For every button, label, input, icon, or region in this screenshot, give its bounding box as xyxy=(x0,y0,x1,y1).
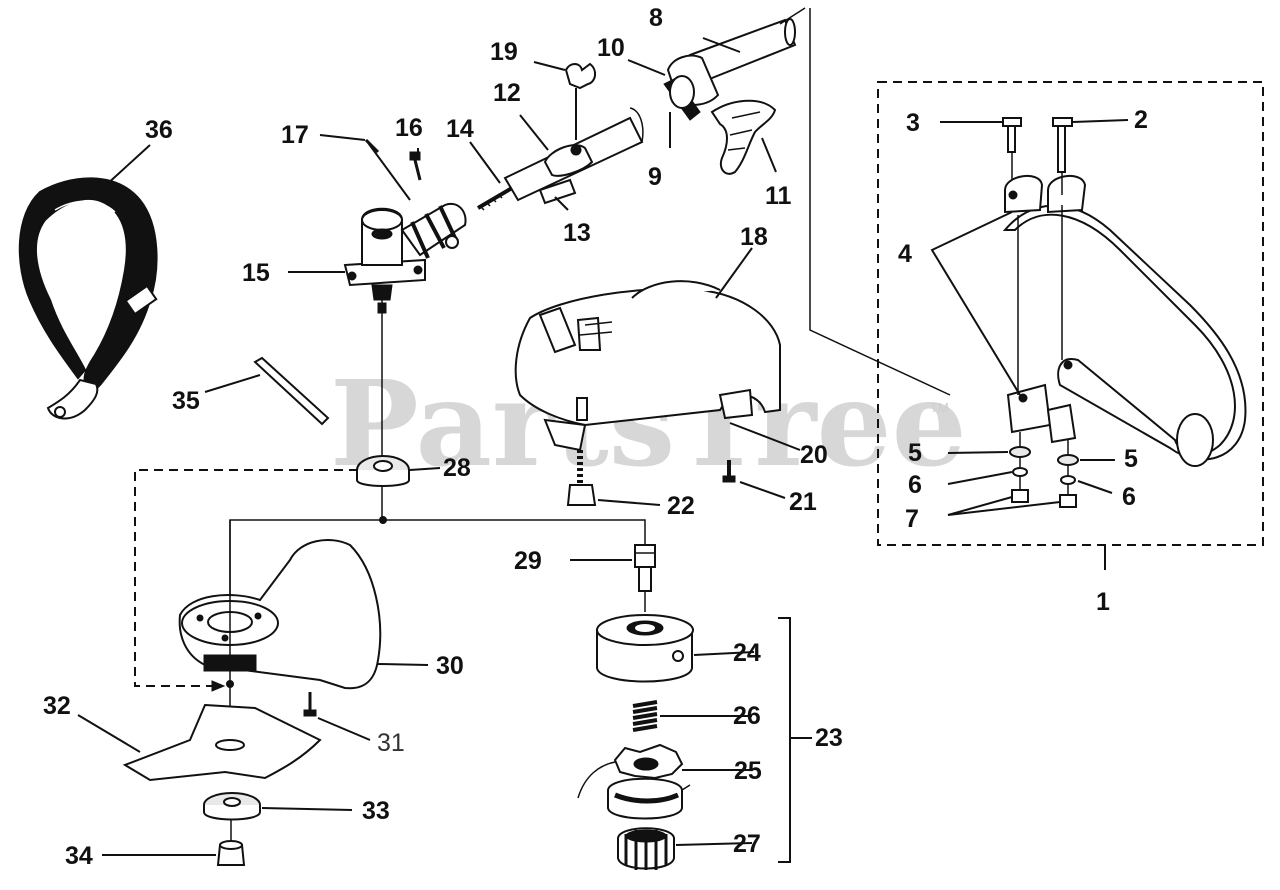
leader-36 xyxy=(104,144,151,187)
washer-33 xyxy=(203,792,261,821)
callout-22: 22 xyxy=(667,492,695,520)
trimmer-head xyxy=(577,614,694,870)
callout-26: 26 xyxy=(733,702,761,730)
callout-17: 17 xyxy=(281,121,309,149)
callout-9: 9 xyxy=(648,163,662,191)
callout-35: 35 xyxy=(172,387,200,415)
screw-21 xyxy=(722,460,736,483)
leader-5a xyxy=(947,451,1009,454)
callout-32: 32 xyxy=(43,692,71,720)
leader-8 xyxy=(702,37,741,53)
shoulder-strap xyxy=(18,177,158,420)
leader-19 xyxy=(533,61,566,71)
leader-22 xyxy=(597,499,661,506)
callout-6a: 6 xyxy=(908,471,922,499)
leader-7b xyxy=(947,501,1061,516)
assembly-box-1 xyxy=(877,81,1264,546)
callout-21: 21 xyxy=(789,488,817,516)
drive-shaft xyxy=(343,7,806,301)
leader-17 xyxy=(319,134,366,141)
leader-4 xyxy=(930,211,1021,396)
callout-19: 19 xyxy=(490,38,518,66)
callout-4: 4 xyxy=(898,240,912,268)
callout-34: 34 xyxy=(65,842,93,870)
callout-27: 27 xyxy=(733,830,761,858)
leader-33 xyxy=(261,807,353,811)
bolt-22 xyxy=(566,450,597,506)
leader-13 xyxy=(554,196,569,211)
leader-17b xyxy=(365,139,411,201)
leader-11 xyxy=(761,137,777,173)
leader-10 xyxy=(627,59,666,76)
leader-shaft-to-handle xyxy=(809,8,951,396)
leader-21 xyxy=(739,481,786,499)
callout-23: 23 xyxy=(815,724,843,752)
callout-36: 36 xyxy=(145,116,173,144)
callout-11: 11 xyxy=(765,182,792,210)
callout-8: 8 xyxy=(649,4,663,32)
leader-32 xyxy=(77,714,141,753)
leader-20 xyxy=(729,422,801,451)
callout-1: 1 xyxy=(1096,588,1110,616)
callout-25: 25 xyxy=(734,757,762,785)
adapter-29 xyxy=(634,544,656,612)
callout-5b: 5 xyxy=(1124,445,1138,473)
leader-31 xyxy=(317,717,371,741)
callout-6b: 6 xyxy=(1122,483,1136,511)
part-35 xyxy=(253,356,330,426)
blade-guard xyxy=(178,520,382,760)
leader-28 xyxy=(409,467,441,471)
callout-15: 15 xyxy=(242,259,270,287)
callout-12: 12 xyxy=(493,79,521,107)
leader-12 xyxy=(519,114,549,151)
callout-13: 13 xyxy=(563,219,591,247)
callout-20: 20 xyxy=(800,441,828,469)
dashed-path-blade xyxy=(134,469,358,687)
callout-28: 28 xyxy=(443,454,471,482)
washer-28 xyxy=(356,455,410,487)
bolts-2-3 xyxy=(1002,117,1073,195)
blade-32 xyxy=(122,703,322,782)
leader-6b xyxy=(1077,480,1113,494)
washers-nuts xyxy=(1009,432,1079,508)
callout-33: 33 xyxy=(362,797,390,825)
callout-31: 31 xyxy=(377,729,405,757)
callout-2: 2 xyxy=(1134,106,1148,134)
callout-24: 24 xyxy=(733,639,761,667)
nut-34 xyxy=(216,820,246,866)
bracket-23 xyxy=(778,617,791,863)
leader-18 xyxy=(715,247,753,299)
leader-27 xyxy=(675,842,753,846)
callout-7: 7 xyxy=(905,505,919,533)
callout-14: 14 xyxy=(446,115,474,143)
leader-7a xyxy=(947,496,1013,516)
leader-30 xyxy=(377,663,429,666)
leader-2 xyxy=(1072,119,1129,123)
leader-14 xyxy=(469,141,501,184)
callout-29: 29 xyxy=(514,547,542,575)
callout-16: 16 xyxy=(395,114,423,142)
trimmer-guard xyxy=(514,280,781,452)
callout-5a: 5 xyxy=(908,439,922,467)
leader-35 xyxy=(204,374,261,393)
loop-handle xyxy=(1002,174,1247,467)
screw-31 xyxy=(303,692,317,717)
watermark-tm: TM xyxy=(930,400,949,415)
leader-24 xyxy=(693,651,755,656)
callout-18: 18 xyxy=(740,223,768,251)
leader-6a xyxy=(947,471,1013,485)
callout-3: 3 xyxy=(906,109,920,137)
callout-10: 10 xyxy=(597,34,625,62)
callout-30: 30 xyxy=(436,652,464,680)
